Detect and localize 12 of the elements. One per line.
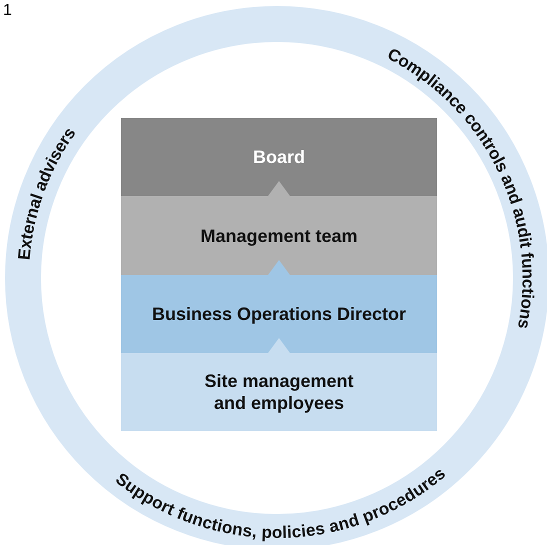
chevron-arrow [268,338,290,353]
level-label: Management team [200,224,358,246]
level-box [121,275,437,353]
chevron-arrow [268,181,290,196]
figure-number: 1 [3,2,12,19]
level-label: Site management and employees [203,370,355,414]
level-box [121,118,437,196]
level-box [121,353,437,431]
chevron-arrow [268,260,290,275]
level-box [121,196,437,275]
level-label: Board [252,146,305,168]
level-label: Business Operations Director [152,303,406,325]
